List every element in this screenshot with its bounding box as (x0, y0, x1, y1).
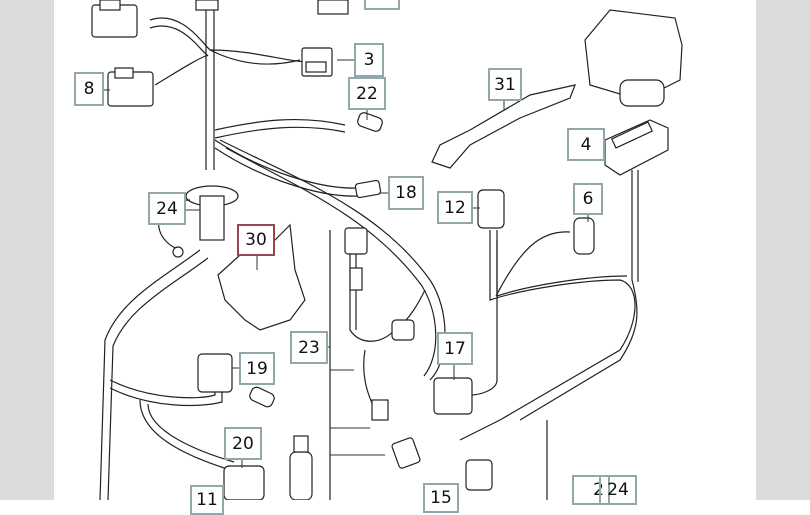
connector-8 (107, 67, 154, 107)
callout-18[interactable]: 18 (388, 176, 424, 210)
left-side-panel (0, 0, 54, 500)
callout-24-bottom[interactable]: 24 (599, 475, 637, 505)
callout-15[interactable]: 15 (423, 483, 459, 513)
callout-label: 15 (430, 488, 452, 508)
diagram-canvas[interactable]: 8 3 22 31 4 18 12 6 24 30 23 17 19 20 11… (54, 0, 756, 515)
callout-12[interactable]: 12 (437, 191, 473, 224)
connector-18 (354, 179, 382, 199)
callout-label: 18 (395, 183, 417, 203)
callout-20[interactable]: 20 (224, 427, 262, 460)
callout-label: 17 (444, 338, 466, 359)
callout-label: 3 (363, 50, 375, 70)
harness-drawing (91, 0, 683, 500)
callout-label: 2 (593, 480, 604, 500)
callout-8[interactable]: 8 (74, 72, 104, 106)
leader-lines (104, 59, 604, 468)
callout-label: 31 (494, 74, 516, 95)
callout-3[interactable]: 3 (354, 43, 384, 77)
callout-30[interactable]: 30 (237, 224, 275, 256)
callout-22[interactable]: 22 (348, 77, 386, 110)
callout-11[interactable]: 11 (190, 485, 224, 515)
callout-17[interactable]: 17 (437, 332, 473, 365)
connector-4 (604, 119, 669, 176)
sensor-22 (357, 112, 383, 132)
callout-4[interactable]: 4 (567, 128, 605, 161)
callout-label: 24 (607, 480, 629, 500)
connector-15 (465, 459, 493, 491)
callout-label: 12 (444, 197, 466, 218)
connector-8-upper (91, 0, 138, 38)
connector-19 (197, 353, 275, 408)
sensor-harness-23 (344, 227, 421, 469)
callout-24[interactable]: 24 (148, 192, 186, 225)
grommet-24 (158, 185, 239, 258)
callout-label: 19 (246, 358, 268, 379)
callout-label: 23 (298, 337, 320, 358)
connector-6 (573, 217, 595, 255)
callout-6[interactable]: 6 (573, 183, 603, 215)
callout-19[interactable]: 19 (239, 352, 275, 385)
callout-label: 22 (356, 83, 378, 104)
connector-top (195, 0, 349, 15)
right-side-panel (756, 0, 810, 500)
callout-label: 8 (83, 79, 95, 99)
callout-label: 20 (232, 433, 254, 454)
control-unit-abs (584, 9, 683, 107)
connector-12 (477, 189, 505, 229)
callout-31[interactable]: 31 (488, 68, 522, 101)
connector-20 (223, 465, 265, 500)
callout-23[interactable]: 23 (290, 331, 328, 364)
callout-label: 30 (245, 230, 267, 250)
callout-label: 6 (582, 189, 594, 209)
callout-label: 24 (156, 198, 178, 219)
callout-label: 4 (580, 134, 592, 155)
pump (289, 435, 313, 500)
connector-17 (433, 377, 473, 415)
callout-top-cutoff[interactable]: 16 (364, 0, 400, 10)
bracket-31 (431, 84, 576, 169)
callout-label: 11 (196, 490, 218, 510)
connector-3 (301, 47, 333, 77)
